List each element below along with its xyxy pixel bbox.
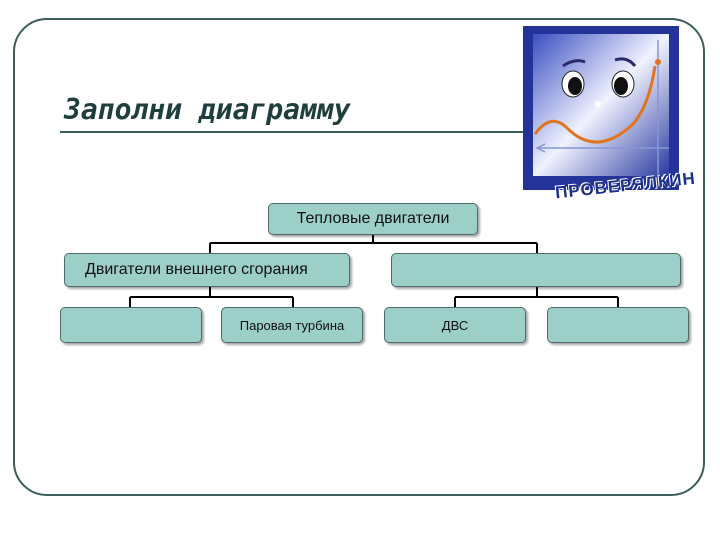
left-child-1-box-empty[interactable] (60, 307, 202, 343)
root-node-box: Тепловые двигатели (268, 203, 478, 235)
left-child-2-box: Паровая турбина (221, 307, 363, 343)
right-child-1-label: ДВС (441, 317, 469, 333)
left-child-2-label: Паровая турбина (239, 317, 345, 333)
left-node-label: Двигатели внешнего сгорания (85, 261, 308, 278)
root-node-label: Тепловые двигатели (296, 210, 450, 227)
slide-title: Заполни диаграмму (64, 93, 351, 126)
right-node-box-empty[interactable] (391, 253, 681, 287)
left-node-box: Двигатели внешнего сгорания (64, 253, 350, 287)
right-child-2-box-empty[interactable] (547, 307, 689, 343)
proveryalkin-logo-icon (523, 26, 679, 190)
title-underline (60, 131, 530, 133)
right-child-1-box: ДВС (384, 307, 526, 343)
